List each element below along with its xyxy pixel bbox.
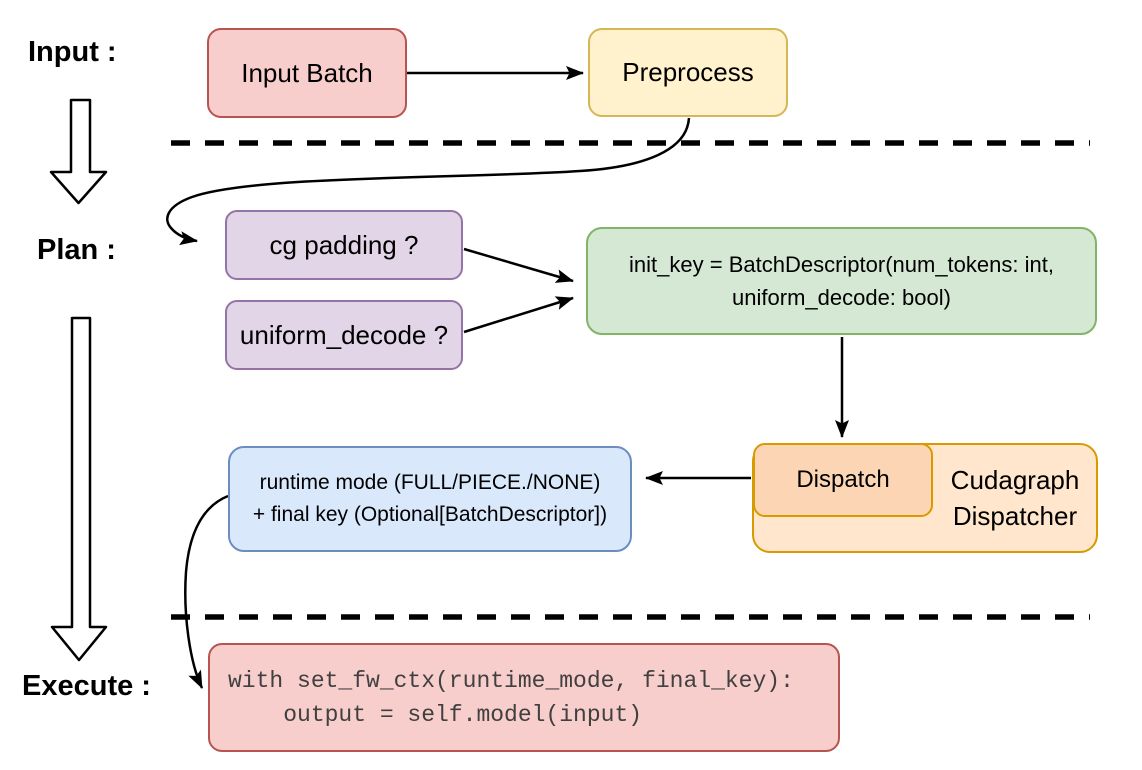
node-init-key: init_key = BatchDescriptor(num_tokens: i… bbox=[586, 227, 1097, 335]
node-input-batch: Input Batch bbox=[207, 28, 407, 118]
cudagraph-line2: Dispatcher bbox=[952, 501, 1078, 531]
node-preprocess-label: Preprocess bbox=[622, 57, 754, 87]
node-preprocess: Preprocess bbox=[588, 28, 788, 117]
node-init-key-line2: uniform_decode: bool) bbox=[732, 285, 951, 310]
node-cudagraph-dispatcher-label: Cudagraph Dispatcher bbox=[932, 443, 1098, 553]
node-dispatch-label: Dispatch bbox=[796, 466, 890, 493]
node-input-batch-label: Input Batch bbox=[241, 57, 373, 88]
node-init-key-line1: init_key = BatchDescriptor(num_tokens: i… bbox=[629, 252, 1054, 277]
arrow-runtimemode-to-executecode bbox=[184, 494, 229, 689]
node-execute-code: with set_fw_ctx(runtime_mode, final_key)… bbox=[208, 643, 840, 752]
stage-arrow-input-to-plan-icon bbox=[49, 98, 108, 205]
execute-code-line2: output = self.model(input) bbox=[228, 701, 643, 728]
node-cg-padding-label: cg padding ? bbox=[269, 229, 419, 260]
node-dispatch: Dispatch bbox=[753, 443, 933, 517]
node-runtime-mode: runtime mode (FULL/PIECE./NONE) + final … bbox=[228, 446, 632, 552]
stage-arrow-plan-to-execute-icon bbox=[50, 316, 108, 662]
stage-label-plan: Plan : bbox=[37, 234, 116, 266]
arrow-preprocess-to-cgpadding bbox=[166, 117, 691, 246]
arrow-uniformdecode-to-initkey bbox=[463, 296, 574, 334]
node-uniform-decode-label: uniform_decode ? bbox=[239, 319, 449, 350]
cudagraph-line1: Cudagraph bbox=[950, 465, 1080, 495]
stage-label-execute: Execute : bbox=[22, 670, 151, 702]
node-runtime-mode-line1: runtime mode (FULL/PIECE./NONE) bbox=[259, 471, 601, 494]
node-cg-padding: cg padding ? bbox=[225, 210, 463, 280]
execute-code-line1: with set_fw_ctx(runtime_mode, final_key)… bbox=[228, 667, 794, 694]
arrow-cgpadding-to-initkey bbox=[463, 247, 574, 283]
node-runtime-mode-line2: + final key (Optional[BatchDescriptor]) bbox=[252, 503, 608, 526]
stage-label-input: Input : bbox=[28, 36, 117, 68]
node-uniform-decode: uniform_decode ? bbox=[225, 300, 463, 370]
